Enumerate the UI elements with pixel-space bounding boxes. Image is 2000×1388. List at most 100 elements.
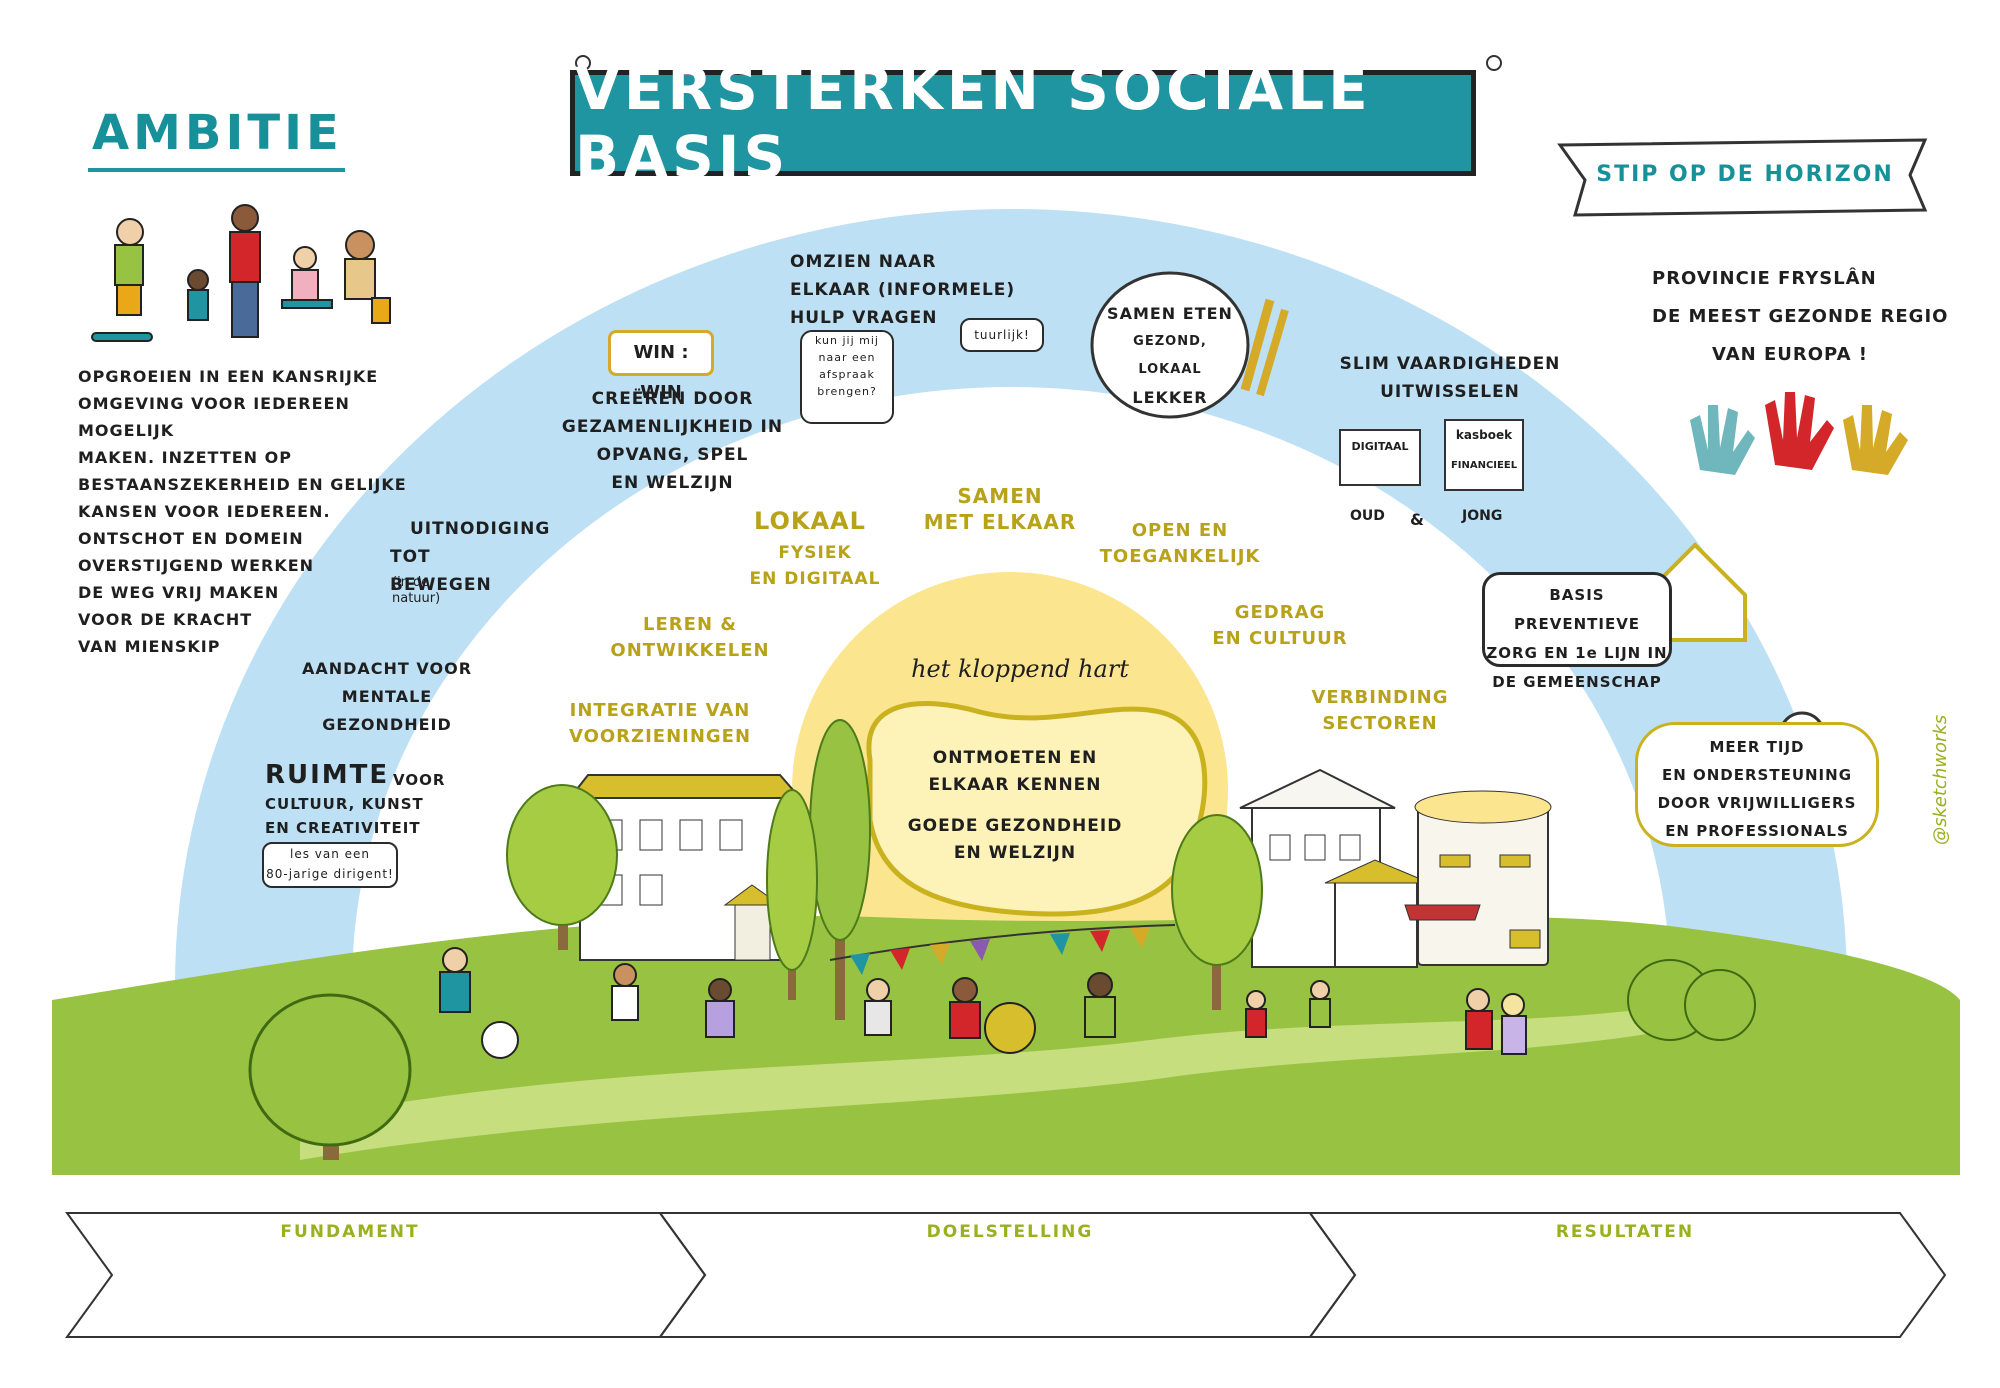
ambitie-line: ONTSCHOT EN DOMEIN [78,529,304,548]
ruimte-line: CULTUUR, KUNST [265,795,424,813]
ambitie-line: VAN MIENSKIP [78,637,221,656]
page-title: VERSTERKEN SOCIALE BASIS [570,55,1476,191]
verbinding-line: VERBINDING [1311,687,1449,708]
ambitie-line: DE WEG VRIJ MAKEN [78,583,280,602]
horizon-ribbon [1557,138,1928,217]
heart-outline [866,701,1208,917]
ruimte-line: EN CREATIVITEIT [265,819,421,837]
samen-line: MET ELKAAR [923,510,1077,534]
win-win-text: CREËREN DOOR GEZAMENLIJKHEID IN OPVANG, … [560,385,785,497]
dirigent-bubble: les van een 80-jarige dirigent! [262,842,398,888]
ampersand-label: & [1410,510,1424,529]
win-win-line: OPVANG, SPEL [596,445,749,465]
verbinding-line: SECTOREN [1322,713,1438,734]
samen-line: SAMEN [957,484,1043,508]
samen-eten-line: GEZOND, LOKAAL [1133,334,1207,377]
family-figures [91,204,391,342]
meer-tijd-line: MEER TIJD [1709,738,1805,756]
natuur-note: (in de natuur) [392,575,440,607]
heart-line: ONTMOETEN EN [932,748,1098,768]
ruimte-text: VOOR CULTUUR, KUNST EN CREATIVITEIT [265,768,445,840]
speech-bubble-answer: tuurlijk! [960,318,1044,352]
left-building [567,774,803,961]
ruimte-line: VOOR [393,771,446,789]
preventie-box: BASIS PREVENTIEVE ZORG EN 1e LIJN IN DE … [1482,572,1672,691]
preventie-line: DE GEMEENSCHAP [1492,673,1662,691]
ambitie-text: OPGROEIEN IN EEN KANSRIJKE OMGEVING VOOR… [78,363,418,660]
omzien-text: OMZIEN NAAR ELKAAR (INFORMELE) HULP VRAG… [790,248,1030,332]
horizon-text: PROVINCIE FRYSLÂN DE MEEST GEZONDE REGIO… [1652,260,1952,374]
open-line: OPEN EN [1131,520,1229,541]
horizon-ribbon-label: STIP OP DE HORIZON [1596,162,1894,187]
horizon-line: PROVINCIE FRYSLÂN [1652,268,1877,289]
ambitie-heading: AMBITIE [92,105,343,161]
mentaal-line: AANDACHT VOOR [301,659,473,678]
heart-line [900,799,1130,813]
arrow-label-fundament: FUNDAMENT [280,1222,420,1242]
notebook-label: kasboek [1455,428,1513,442]
heart-label: het kloppend hart [911,655,1129,683]
gedrag-label: GEDRAG EN CULTUUR [1200,600,1360,652]
gedrag-line: EN CULTUUR [1212,628,1348,649]
oud-label: OUD [1350,508,1385,524]
leren-line: ONTWIKKELEN [610,640,770,661]
ambitie-line: MAKEN. INZETTEN OP [78,448,292,467]
bewegen-text: UITNODIGING TOT BEWEGEN [370,515,551,599]
ambitie-line: OVERSTIJGEND WERKEN [78,556,315,575]
win-win-line: CREËREN DOOR [591,389,754,409]
arrow-label-doelstelling: DOELSTELLING [926,1222,1094,1242]
rainbow-arc [175,209,1847,985]
bewegen-line: UITNODIGING [410,519,551,539]
laptop-label: DIGITAAL [1351,440,1409,453]
ambitie-line: BESTAANSZEKERHEID EN GELIJKE [78,475,407,494]
grass-path [300,1000,1720,1160]
arrow-label-resultaten: RESULTATEN [1555,1222,1695,1242]
meer-tijd-line: DOOR VRIJWILLIGERS [1657,794,1857,812]
trees [248,719,1756,1160]
leren-label: LEREN & ONTWIKKELEN [610,612,770,664]
open-label: OPEN EN TOEGANKELIJK [1085,518,1275,570]
dirigent-line: 80-jarige dirigent! [266,867,394,881]
vaardigheden-text: SLIM VAARDIGHEDEN UITWISSELEN [1330,350,1570,406]
dirigent-line: les van een [289,847,371,861]
bubble-line: kun jij mij [815,334,879,347]
ambitie-line: OPGROEIEN IN EEN KANSRIJKE [78,367,379,386]
ambitie-line: VOOR DE KRACHT [78,610,253,629]
leren-line: LEREN & [643,614,737,635]
omzien-line: OMZIEN NAAR [790,252,937,272]
samen-eten-line: SAMEN ETEN [1107,304,1233,323]
fysiek-label: FYSIEK EN DIGITAAL [735,540,895,592]
win-win-line: GEZAMENLIJKHEID IN [561,417,784,437]
mentaal-text: AANDACHT VOOR MENTALE GEZONDHEID [282,655,492,739]
samen-eten-line: LEKKER [1132,388,1208,407]
natuur-line: (in de [392,575,430,590]
horizon-line: DE MEEST GEZONDE REGIO [1652,306,1949,327]
fysiek-line: FYSIEK [778,543,852,563]
omzien-line: ELKAAR (INFORMELE) [790,280,1016,300]
samen-label: SAMEN MET ELKAAR [920,483,1080,535]
meer-tijd-cloud: MEER TIJD EN ONDERSTEUNING DOOR VRIJWILL… [1635,722,1879,847]
bubble-line: brengen? [817,385,877,398]
hand-icons [1690,392,1908,475]
win-win-line: EN WELZIJN [611,473,734,493]
speech-bubble-question: kun jij mij naar een afspraak brengen? [800,330,894,424]
process-arrows [65,1212,1947,1338]
heart-text: ONTMOETEN EN ELKAAR KENNEN GOEDE GEZONDH… [900,745,1130,867]
natuur-line: natuur) [392,591,441,606]
bubble-line: naar een [818,351,876,364]
horizon-line: VAN EUROPA ! [1712,344,1868,365]
vaardigheden-line: SLIM VAARDIGHEDEN [1339,354,1561,374]
preventie-line: BASIS PREVENTIEVE [1513,586,1641,633]
jong-label: JONG [1462,508,1503,524]
heart-line: GOEDE GEZONDHEID [907,816,1123,836]
meer-tijd-line: EN ONDERSTEUNING [1661,766,1853,784]
gedrag-line: GEDRAG [1234,602,1326,623]
people-figures [439,947,1527,1059]
integratie-line: INTEGRATIE VAN [569,700,751,721]
ambitie-line: OMGEVING VOOR IEDEREEN MOGELIJK [78,394,350,440]
meer-tijd-line: EN PROFESSIONALS [1665,822,1849,840]
ambitie-line: KANSEN VOOR IEDEREEN. [78,502,331,521]
ruimte-heading: RUIMTE [265,760,390,790]
bubble-line: afspraak [819,368,875,381]
